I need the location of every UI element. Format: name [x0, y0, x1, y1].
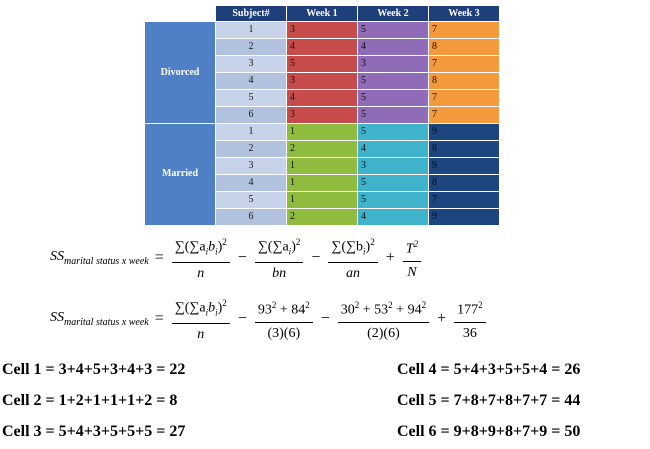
formula1-term1: ∑(∑aibi)2 n [170, 232, 232, 284]
week2-cell: 4 [357, 208, 429, 225]
week2-cell: 4 [357, 140, 429, 158]
formula1-term4: T2 N [401, 234, 423, 283]
week1-cell: 5 [286, 55, 358, 73]
formula1-equals: = [154, 249, 164, 267]
formula2-term1: ∑(∑aibi)2 n [170, 293, 232, 345]
header-subject: Subject# [215, 5, 287, 22]
formula1-term2: ∑(∑ai)2 bn [253, 232, 306, 284]
week3-cell: 8 [428, 38, 500, 56]
cell6-sum: Cell 6 = 9+8+9+8+7+9 = 50 [397, 423, 581, 440]
header-row: Subject# Week 1 Week 2 Week 3 [144, 5, 500, 22]
week1-cell: 4 [286, 38, 358, 56]
week1-cell: 1 [286, 157, 358, 175]
header-week3: Week 3 [428, 5, 500, 22]
week3-cell: 8 [428, 140, 500, 158]
week3-cell: 7 [428, 55, 500, 73]
formula1-plus: + [385, 249, 395, 267]
week2-cell: 5 [357, 106, 429, 124]
cell3-sum: Cell 3 = 5+4+3+5+5+5 = 27 [2, 423, 186, 440]
week2-cell: 5 [357, 191, 429, 209]
formula2-equals: = [154, 310, 164, 328]
subject-cell: 4 [215, 174, 287, 192]
week2-cell: 3 [357, 157, 429, 175]
formula2-lhs: SSmarital status x week [50, 310, 149, 329]
week3-cell: 7 [428, 89, 500, 107]
group-label: Married [144, 123, 216, 226]
cell1-sum: Cell 1 = 3+4+5+3+4+3 = 22 [2, 361, 186, 378]
week3-cell: 8 [428, 72, 500, 90]
formula1-minus2: − [311, 249, 321, 267]
week1-cell: 3 [286, 21, 358, 39]
header-blank [144, 5, 216, 22]
subject-cell: 6 [215, 208, 287, 225]
week1-cell: 1 [286, 174, 358, 192]
formula2-term2: 932 + 842 (3)(6) [253, 295, 315, 344]
subject-cell: 6 [215, 106, 287, 124]
cell5-sum: Cell 5 = 7+8+7+8+7+7 = 44 [397, 392, 581, 409]
week2-cell: 5 [357, 174, 429, 192]
header-week2: Week 2 [357, 5, 429, 22]
formula2-term4: 1772 36 [452, 295, 488, 344]
week1-cell: 1 [286, 123, 358, 141]
subject-cell: 1 [215, 21, 287, 39]
week2-cell: 5 [357, 123, 429, 141]
formula-general: SSmarital status x week = ∑(∑aibi)2 n − … [50, 232, 423, 284]
subject-cell: 3 [215, 55, 287, 73]
formula2-minus1: − [237, 310, 247, 328]
subject-cell: 4 [215, 72, 287, 90]
subject-cell: 2 [215, 140, 287, 158]
week1-cell: 3 [286, 106, 358, 124]
formula1-minus1: − [237, 249, 247, 267]
header-week1: Week 1 [286, 5, 358, 22]
cell4-sum: Cell 4 = 5+4+3+5+5+4 = 26 [397, 361, 581, 378]
week3-cell: 9 [428, 157, 500, 175]
week1-cell: 4 [286, 89, 358, 107]
week2-cell: 3 [357, 55, 429, 73]
subject-cell: 5 [215, 191, 287, 209]
formula2-term3: 302 + 532 + 942 (2)(6) [336, 295, 431, 344]
subject-cell: 3 [215, 157, 287, 175]
week3-cell: 7 [428, 21, 500, 39]
week2-cell: 5 [357, 89, 429, 107]
subject-cell: 2 [215, 38, 287, 56]
week1-cell: 1 [286, 191, 358, 209]
cell2-sum: Cell 2 = 1+2+1+1+1+2 = 8 [2, 392, 178, 409]
subject-cell: 5 [215, 89, 287, 107]
formula1-lhs: SSmarital status x week [50, 249, 149, 268]
subject-cell: 1 [215, 123, 287, 141]
week2-cell: 4 [357, 38, 429, 56]
week3-cell: 7 [428, 106, 500, 124]
formula2-minus2: − [320, 310, 330, 328]
week2-cell: 5 [357, 21, 429, 39]
week3-cell: 7 [428, 191, 500, 209]
week2-cell: 5 [357, 72, 429, 90]
week1-cell: 2 [286, 208, 358, 225]
week3-cell: 9 [428, 123, 500, 141]
formula1-term3: ∑(∑bi)2 an [326, 232, 379, 284]
week3-cell: 9 [428, 208, 500, 225]
formula2-plus: + [437, 310, 447, 328]
week3-cell: 8 [428, 174, 500, 192]
formula-numeric: SSmarital status x week = ∑(∑aibi)2 n − … [50, 293, 488, 345]
week1-cell: 3 [286, 72, 358, 90]
week1-cell: 2 [286, 140, 358, 158]
group-label: Divorced [144, 21, 216, 124]
